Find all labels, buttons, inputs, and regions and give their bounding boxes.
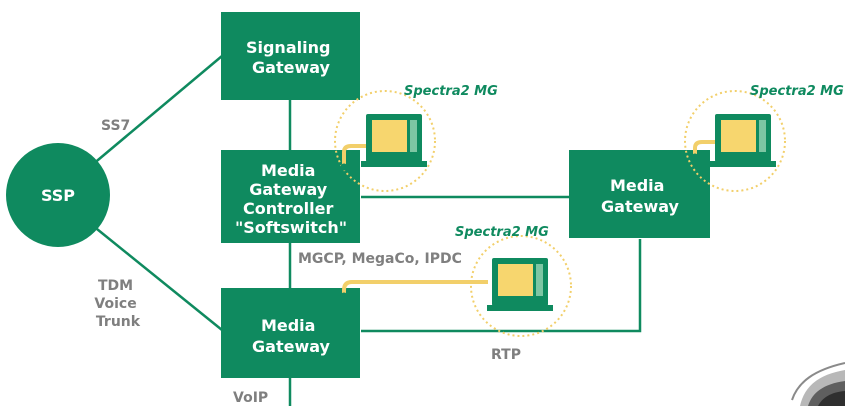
media-gateway-bottom-label: Media Gateway (252, 316, 331, 356)
tdm-line-1: TDM (98, 278, 133, 294)
device-left-cable (342, 144, 367, 168)
connection-lines (91, 55, 642, 406)
spectra-device-left: Spectra2 MG (334, 84, 498, 192)
line-ssp-bottom-gateway (91, 224, 223, 331)
media-gateway-right-label: Media Gateway (601, 176, 680, 216)
signaling-gateway-label: Signaling Gateway (246, 38, 336, 77)
media-gateway-right-line-2: Gateway (601, 197, 680, 216)
device-right-halo (684, 90, 786, 192)
rtp-label: RTP (491, 347, 521, 363)
laptop-monitor-icon (487, 258, 553, 311)
line-ssp-signaling (91, 55, 223, 166)
device-middle-label: Spectra2 MG (455, 225, 549, 240)
corner-logo-icon (791, 362, 845, 406)
device-middle-plug (340, 292, 348, 300)
laptop-monitor-icon (710, 114, 776, 167)
media-gateway-bottom-box (221, 288, 360, 378)
signaling-gateway-box (221, 12, 360, 100)
mgcp-label: MGCP, MegaCo, IPDC (298, 251, 462, 267)
tdm-line-3: Trunk (96, 314, 141, 330)
line-bottom-right-gateway (361, 239, 642, 333)
media-gateway-right-line-1: Media (610, 176, 665, 195)
ss7-label: SS7 (101, 118, 130, 134)
voip-label: VoIP (233, 390, 268, 406)
device-left-label: Spectra2 MG (404, 84, 498, 99)
media-gateway-right-box (569, 150, 710, 238)
device-left-plug (340, 163, 348, 171)
spectra-device-middle: Spectra2 MG (340, 225, 572, 337)
mgc-label: Media Gateway Controller "Softswitch" (235, 161, 347, 237)
tdm-line-2: Voice (94, 296, 136, 312)
device-right-plug (691, 153, 699, 161)
media-gateway-bottom-line-2: Gateway (252, 337, 331, 356)
mgc-box (221, 150, 360, 243)
ssp-label: SSP (41, 186, 75, 205)
signaling-gateway-line-1: Signaling (246, 38, 330, 57)
mgc-line-1: Media (261, 161, 316, 180)
device-middle-halo (470, 235, 572, 337)
mgc-line-3: Controller (243, 199, 333, 218)
media-gateway-bottom-line-1: Media (261, 316, 316, 335)
tdm-label: TDM Voice Trunk (94, 278, 141, 330)
mgc-line-4: "Softswitch" (235, 218, 347, 237)
laptop-monitor-icon (361, 114, 427, 167)
signaling-gateway-line-2: Gateway (252, 58, 331, 77)
spectra-device-right: Spectra2 MG (684, 84, 844, 192)
ssp-node (6, 143, 110, 247)
device-right-cable (693, 140, 716, 158)
mgc-line-2: Gateway (249, 180, 328, 199)
device-middle-cable (342, 280, 488, 296)
device-left-halo (334, 90, 436, 192)
device-right-label: Spectra2 MG (750, 84, 844, 99)
